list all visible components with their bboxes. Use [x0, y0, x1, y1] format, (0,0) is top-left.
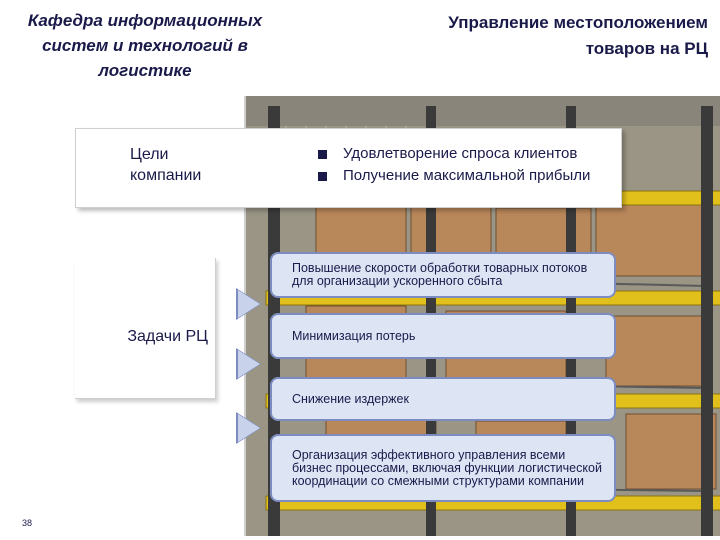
department-title: Кафедра информационных систем и технолог…: [27, 11, 263, 80]
goal-item: Удовлетворение спроса клиентов: [318, 143, 618, 165]
task-card: Минимизация потерь: [270, 313, 616, 359]
task-card-text: Организация эффективного управления всем…: [292, 447, 602, 488]
task-card-text: Минимизация потерь: [292, 328, 416, 343]
task-card: Снижение издержек: [270, 377, 616, 421]
tasks-panel: [75, 258, 216, 399]
goal-item-text: Получение максимальной прибыли: [343, 167, 591, 184]
square-bullet-icon: [318, 149, 327, 159]
page-number: 38: [22, 518, 33, 528]
task-card-text: Повышение скорости обработки товарных по…: [292, 261, 588, 288]
goals-panel: [75, 128, 622, 208]
goal-item-text: Удовлетворение спроса клиентов: [343, 145, 578, 162]
task-card-text: Снижение издержек: [292, 391, 409, 406]
task-card: Организация эффективного управления всем…: [270, 434, 616, 502]
triangle-arrow-icon-fill: [238, 290, 260, 318]
triangle-arrow-icon-fill: [238, 350, 260, 378]
tasks-label: Задачи РЦ: [127, 328, 208, 345]
goals-label: Цели компании: [130, 146, 202, 184]
goals-list: Удовлетворение спроса клиентов Получение…: [318, 143, 618, 187]
slide-title: Управление местоположением товаров на РЦ: [448, 13, 708, 58]
goal-item: Получение максимальной прибыли: [318, 165, 618, 187]
square-bullet-icon: [318, 171, 327, 181]
task-card: Повышение скорости обработки товарных по…: [270, 252, 616, 298]
triangle-arrow-icon-fill: [238, 414, 260, 442]
